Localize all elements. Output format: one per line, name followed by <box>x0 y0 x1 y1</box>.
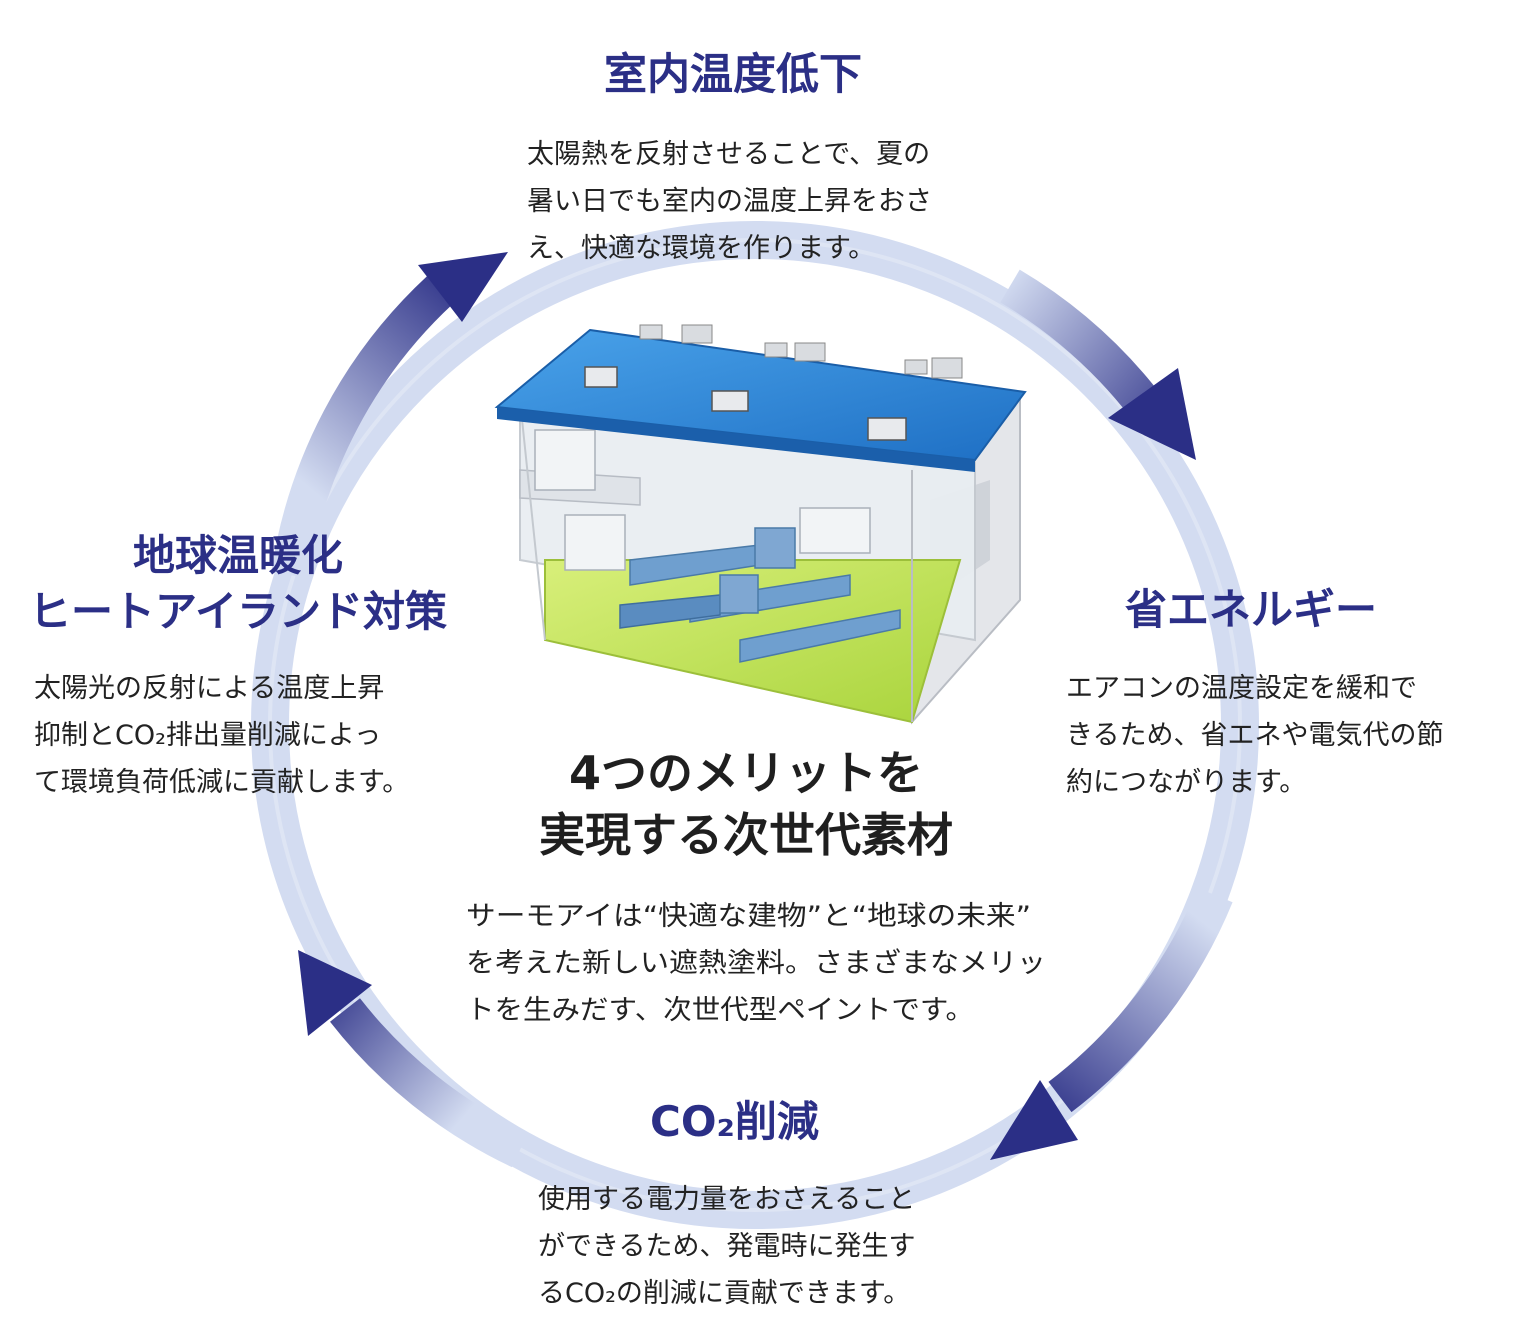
center-title: 4つのメリットを 実現する次世代素材 <box>456 742 1036 866</box>
right-description: エアコンの温度設定を緩和で きるため、省エネや電気代の節 約につながります。 <box>1066 665 1443 806</box>
cycle-ring <box>251 221 1259 1229</box>
top-description-line: 暑い日でも室内の温度上昇をおさ <box>527 186 932 217</box>
center-description: サーモアイは“快適な建物”と“地球の未来” を考えた新しい遮熱塗料。さまざまなメ… <box>466 901 1046 1026</box>
top-description-line: え、快適な環境を作ります。 <box>527 233 876 264</box>
right-description-line: 約につながります。 <box>1066 767 1307 798</box>
left-description: 太陽光の反射による温度上昇 抑制とCO₂排出量削減によっ て環境負荷低減に貢献し… <box>34 665 409 806</box>
left-description-line: 抑制とCO₂排出量削減によっ <box>34 720 382 751</box>
left-heading-line: ヒートアイランド対策 <box>29 587 447 636</box>
top-description-line: 太陽熱を反射させることで、夏の <box>527 139 931 170</box>
left-description-line: 太陽光の反射による温度上昇 <box>34 673 385 704</box>
bottom-heading: CO₂削減 <box>650 1097 819 1146</box>
left-heading: 地球温暖化 ヒートアイランド対策 <box>18 528 458 640</box>
center-title-line: 実現する次世代素材 <box>539 808 953 862</box>
left-heading-line: 地球温暖化 <box>132 531 343 580</box>
bottom-description: 使用する電力量をおさえること ができるため、発電時に発生す るCO₂の削減に貢献… <box>538 1176 915 1317</box>
center-description-line: を考えた新しい遮熱塗料。さまざまなメリッ <box>466 948 1046 979</box>
left-description-line: て環境負荷低減に貢献します。 <box>34 767 410 798</box>
center-description-line: サーモアイは“快適な建物”と“地球の未来” <box>466 901 1031 932</box>
center-title-line: 4つのメリットを <box>568 746 923 800</box>
bottom-description-line: ができるため、発電時に発生す <box>538 1231 916 1262</box>
right-heading: 省エネルギー <box>1125 585 1378 634</box>
top-description: 太陽熱を反射させることで、夏の 暑い日でも室内の温度上昇をおさ え、快適な環境を… <box>527 131 932 272</box>
right-description-line: エアコンの温度設定を緩和で <box>1066 673 1417 704</box>
top-heading: 室内温度低下 <box>604 50 862 100</box>
building-illustration <box>494 324 1027 725</box>
right-description-line: きるため、省エネや電気代の節 <box>1066 720 1444 751</box>
bottom-description-line: るCO₂の削減に貢献できます。 <box>538 1278 911 1309</box>
bottom-description-line: 使用する電力量をおさえること <box>538 1184 916 1215</box>
center-description-line: トを生みだす、次世代型ペイントです。 <box>466 995 974 1026</box>
cycle-arrow-icon <box>271 252 1233 1168</box>
